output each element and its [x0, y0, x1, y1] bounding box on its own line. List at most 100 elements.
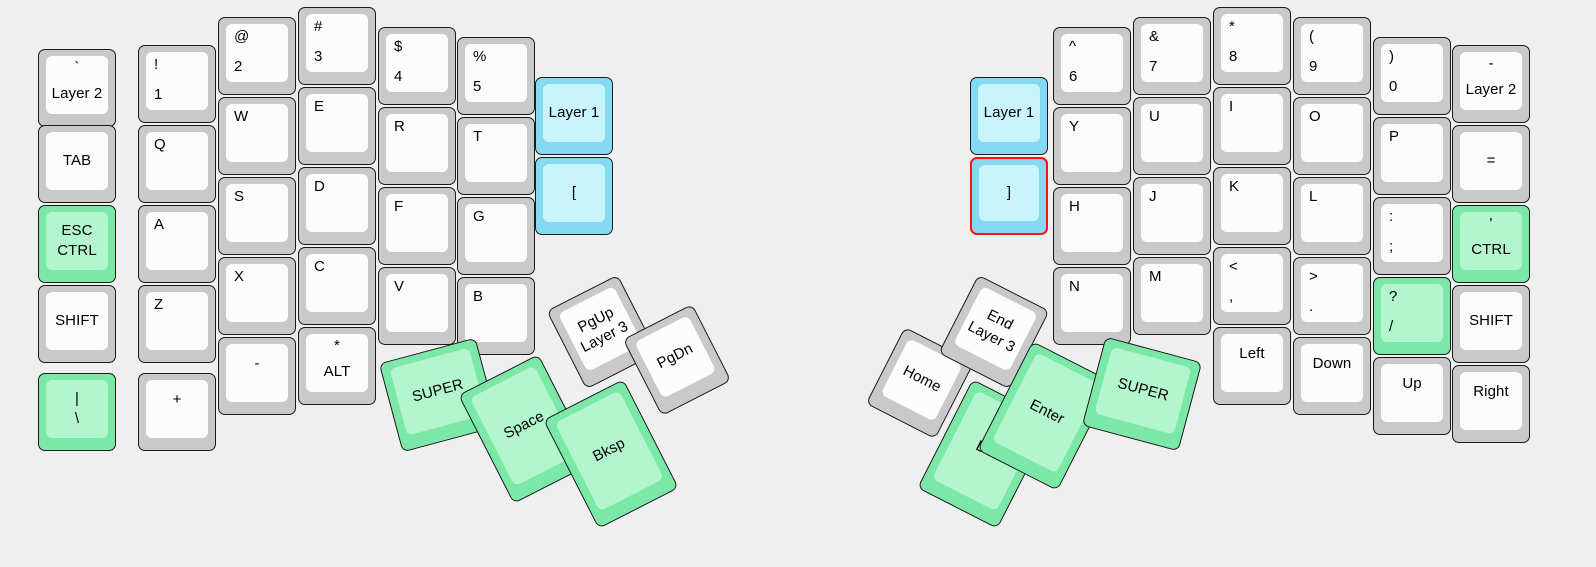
- key-cap: Layer 1: [978, 84, 1040, 142]
- key-z[interactable]: Z: [138, 285, 216, 363]
- key-cap: Right: [1460, 372, 1522, 430]
- key-left[interactable]: Left: [1213, 327, 1291, 405]
- key-legend-shifted: #: [314, 18, 323, 35]
- key-ctrl[interactable]: 'CTRL: [1452, 205, 1530, 283]
- key-layer-2[interactable]: ` Layer 2: [38, 49, 116, 127]
- key-legend-shifted: E: [314, 98, 325, 115]
- key-cap: P: [1381, 124, 1443, 182]
- key-s[interactable]: S: [218, 177, 296, 255]
- key-g[interactable]: G: [457, 197, 535, 275]
- key-[interactable]: ]: [970, 157, 1048, 235]
- key-p[interactable]: P: [1373, 117, 1451, 195]
- key-[interactable]: :;: [1373, 197, 1451, 275]
- key-legend-main: CTRL: [1471, 241, 1511, 259]
- key-[interactable]: +: [138, 373, 216, 451]
- key-[interactable]: =: [1452, 125, 1530, 203]
- key-n[interactable]: N: [1053, 267, 1131, 345]
- key-legend-main: SUPER: [410, 376, 466, 406]
- key-3[interactable]: #3: [298, 7, 376, 85]
- key-l[interactable]: L: [1293, 177, 1371, 255]
- key-c[interactable]: C: [298, 247, 376, 325]
- key-cap: Layer 1: [543, 84, 605, 142]
- key-cap: ?/: [1381, 284, 1443, 342]
- key-m[interactable]: M: [1133, 257, 1211, 335]
- key-right[interactable]: Right: [1452, 365, 1530, 443]
- key-a[interactable]: A: [138, 205, 216, 283]
- key-4[interactable]: $4: [378, 27, 456, 105]
- key-legend-shifted: T: [473, 128, 483, 145]
- key-[interactable]: |\: [38, 373, 116, 451]
- key-cap: PgDn: [634, 315, 717, 399]
- key-legend-shifted: M: [1149, 268, 1162, 285]
- key-[interactable]: >.: [1293, 257, 1371, 335]
- key-q[interactable]: Q: [138, 125, 216, 203]
- key-f[interactable]: F: [378, 187, 456, 265]
- key-[interactable]: ?/: [1373, 277, 1451, 355]
- key-legend-shifted: |: [75, 390, 79, 408]
- key-t[interactable]: T: [457, 117, 535, 195]
- key-cap: M: [1141, 264, 1203, 322]
- key-i[interactable]: I: [1213, 87, 1291, 165]
- key-[interactable]: [: [535, 157, 613, 235]
- key-cap: >.: [1301, 264, 1363, 322]
- key-alt[interactable]: *ALT: [298, 327, 376, 405]
- key-cap: O: [1301, 104, 1363, 162]
- key-j[interactable]: J: [1133, 177, 1211, 255]
- key-legend-main: Layer 1: [548, 103, 600, 121]
- key-w[interactable]: W: [218, 97, 296, 175]
- key-cap: D: [306, 174, 368, 232]
- key-y[interactable]: Y: [1053, 107, 1131, 185]
- key-cap: E: [306, 94, 368, 152]
- key-k[interactable]: K: [1213, 167, 1291, 245]
- key-[interactable]: -: [218, 337, 296, 415]
- key-legend-main: Layer 2: [51, 85, 103, 103]
- key-legend-main: \: [74, 409, 80, 427]
- key-legend-main: PgDn: [654, 340, 696, 373]
- key-up[interactable]: Up: [1373, 357, 1451, 435]
- key-legend-main: SUPER: [1115, 375, 1171, 405]
- key-o[interactable]: O: [1293, 97, 1371, 175]
- key-layer-2[interactable]: -Layer 2: [1452, 45, 1530, 123]
- key-8[interactable]: *8: [1213, 7, 1291, 85]
- key-9[interactable]: (9: [1293, 17, 1371, 95]
- key-legend-main: Right: [1473, 383, 1509, 400]
- key-layer-1[interactable]: Layer 1: [970, 77, 1048, 155]
- key-cap: W: [226, 104, 288, 162]
- key-legend-main: End Layer 3: [965, 306, 1019, 356]
- key-legend-main: 6: [1069, 67, 1078, 85]
- key-legend-main: 0: [1389, 77, 1398, 95]
- key-1[interactable]: !1: [138, 45, 216, 123]
- key-shift[interactable]: SHIFT: [38, 285, 116, 363]
- key-cap: %5: [465, 44, 527, 102]
- key-cap: C: [306, 254, 368, 312]
- key-7[interactable]: &7: [1133, 17, 1211, 95]
- key-legend-main: 2: [234, 57, 243, 75]
- key-e[interactable]: E: [298, 87, 376, 165]
- key-cap: 'CTRL: [1460, 212, 1522, 270]
- key-cap: H: [1061, 194, 1123, 252]
- key-legend-shifted: N: [1069, 278, 1080, 295]
- key-0[interactable]: )0: [1373, 37, 1451, 115]
- key-2[interactable]: @2: [218, 17, 296, 95]
- key-super[interactable]: SUPER: [1081, 336, 1203, 452]
- key-legend-shifted: X: [234, 268, 245, 285]
- key-5[interactable]: %5: [457, 37, 535, 115]
- key-r[interactable]: R: [378, 107, 456, 185]
- key-legend-shifted: `: [74, 59, 80, 76]
- key-legend-main: TAB: [62, 151, 92, 169]
- key-legend-shifted: C: [314, 258, 325, 275]
- key-cap: @2: [226, 24, 288, 82]
- key-d[interactable]: D: [298, 167, 376, 245]
- key-6[interactable]: ^6: [1053, 27, 1131, 105]
- key-v[interactable]: V: [378, 267, 456, 345]
- key-h[interactable]: H: [1053, 187, 1131, 265]
- key-layer-1[interactable]: Layer 1: [535, 77, 613, 155]
- key-[interactable]: <,: [1213, 247, 1291, 325]
- key-tab[interactable]: TAB: [38, 125, 116, 203]
- key-down[interactable]: Down: [1293, 337, 1371, 415]
- key-legend-main: 1: [154, 85, 163, 103]
- key-u[interactable]: U: [1133, 97, 1211, 175]
- key-x[interactable]: X: [218, 257, 296, 335]
- key-shift[interactable]: SHIFT: [1452, 285, 1530, 363]
